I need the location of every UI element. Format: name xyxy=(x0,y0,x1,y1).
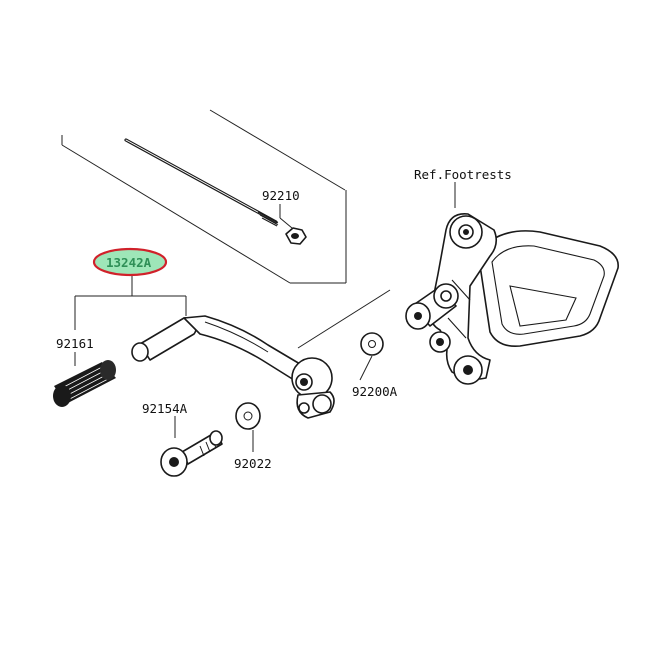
shift-rod xyxy=(124,138,279,227)
label-13242a: 13242A xyxy=(106,255,152,270)
nut-92210 xyxy=(285,227,307,245)
shift-lever xyxy=(131,315,335,419)
highlight-13242a xyxy=(92,247,168,277)
bolt-92154a xyxy=(160,430,223,477)
washer-92200a xyxy=(360,332,384,356)
label-92200a: 92200A xyxy=(352,384,398,399)
label-92022: 92022 xyxy=(234,456,272,471)
spring-92161 xyxy=(53,360,116,407)
label-ref-footrests: Ref.Footrests xyxy=(414,167,512,182)
footrest-bracket xyxy=(405,213,619,385)
washer-92022 xyxy=(235,402,261,430)
frame-lines xyxy=(61,109,456,452)
label-92210: 92210 xyxy=(262,188,300,203)
label-92154a: 92154A xyxy=(142,401,188,416)
label-92161: 92161 xyxy=(56,336,94,351)
